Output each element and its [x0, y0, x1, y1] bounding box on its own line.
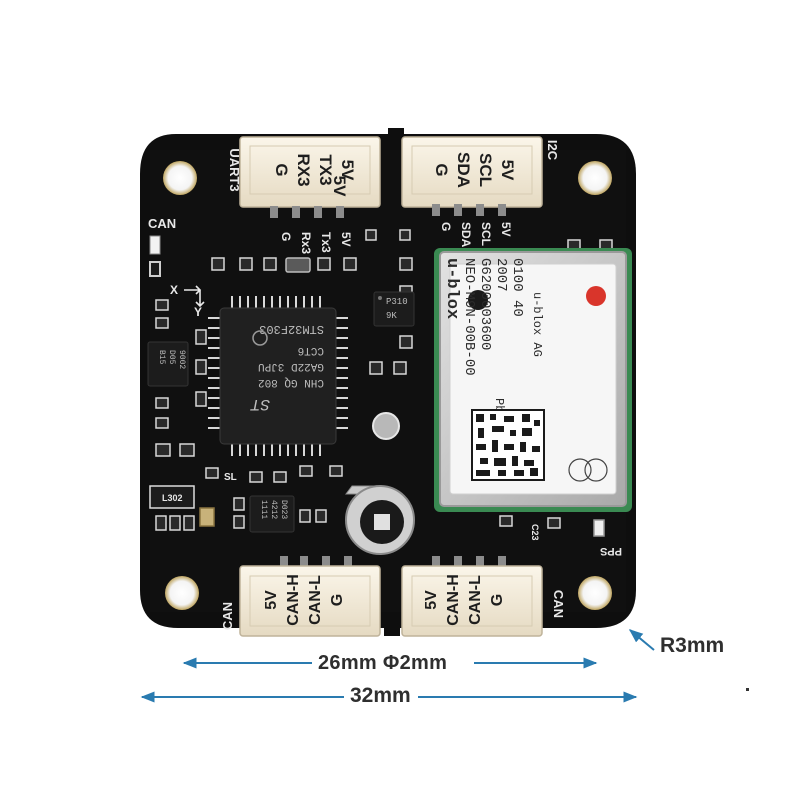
gps-maker: u-blox AG	[530, 292, 544, 357]
outer-dimension-label: 32mm	[350, 684, 411, 707]
mounting-hole-top-right	[578, 161, 612, 195]
i2c-pin-sda: SDA	[454, 152, 473, 188]
dimension-lines	[140, 629, 655, 703]
can-connector-left: 5V CAN-H CAN-L G	[239, 565, 381, 637]
can-left-pin-g: G	[329, 594, 346, 606]
i2c-header-sda: SDA	[459, 222, 473, 248]
radius-dimension-label: R3mm	[660, 634, 725, 657]
axis-y-label: Y	[194, 305, 202, 319]
pps-label: PPS	[600, 545, 622, 557]
mounting-hole-bottom-left	[165, 576, 199, 610]
uart-pin-tx3: TX3	[316, 154, 335, 185]
can-right-pin-canl: CAN-L	[467, 575, 484, 625]
coin-battery	[345, 485, 415, 555]
can-right-pin-g: G	[489, 594, 506, 606]
smd-components-right	[499, 515, 605, 537]
smd-components-left	[155, 299, 219, 531]
uart-pin-label: 5V	[330, 176, 349, 197]
axis-x-label: X	[170, 283, 178, 297]
svg-text:P310: P310	[386, 297, 408, 307]
gps-lot: 0100 40	[509, 258, 525, 317]
uart-header-g: G	[279, 232, 293, 241]
sl-label: SL	[224, 472, 237, 483]
uart-header-5v: 5V	[339, 232, 353, 247]
mcu-line-3: CCT6	[298, 344, 324, 356]
svg-text:D023: D023	[279, 500, 288, 519]
mounting-hole-bottom-right	[578, 576, 612, 610]
svg-text:4212: 4212	[269, 500, 278, 519]
gps-module: u-blox NEO-M9N-00B-00 G6200003600 2007 0…	[434, 248, 632, 512]
mcu-line-2: GA22D 3JPU	[258, 360, 324, 372]
datamatrix-code	[471, 409, 545, 481]
ic-small-bottom: 1111 4212 D023	[249, 495, 295, 533]
i2c-port-label: I2C	[545, 140, 560, 161]
uart-header-tx3: Tx3	[319, 232, 333, 253]
buzzer	[372, 412, 400, 440]
gps-model: NEO-M9N-00B-00	[461, 258, 477, 376]
can-status-led	[149, 235, 161, 255]
mcu-brand: ST	[249, 395, 270, 413]
uart-pin-rx3: RX3	[294, 153, 313, 186]
gps-date: 2007	[493, 258, 509, 292]
can-top-label: CAN	[148, 216, 176, 231]
svg-text:B15: B15	[157, 350, 166, 365]
can-left-pin-5v: 5V	[263, 590, 280, 610]
svg-text:1111: 1111	[259, 500, 268, 519]
uart-header: G Rx3 Tx3 5V	[270, 206, 353, 254]
gps-pb-mark: Pb	[492, 398, 506, 412]
uart-port-label: UART3	[227, 148, 242, 191]
ic-p310: P310 9K	[373, 291, 415, 327]
ublox-logo-icon	[586, 286, 606, 306]
ic-small-left: B15 D05 9002	[147, 341, 189, 387]
can-right-port-label: CAN	[551, 590, 566, 618]
uart-pin-5v: 5V	[338, 160, 357, 181]
axis-arrow-icon	[184, 285, 205, 308]
mounting-holes	[163, 161, 612, 610]
i2c-header-scl: SCL	[479, 222, 493, 246]
i2c-header-g: G	[439, 222, 453, 231]
svg-text:D05: D05	[167, 350, 176, 365]
l302-label: L302	[162, 493, 183, 503]
svg-text:9K: 9K	[386, 311, 397, 321]
svg-text:9002: 9002	[177, 350, 186, 369]
can-right-pin-canh: CAN-H	[445, 574, 462, 626]
mcu-chip: ST CHN GQ 802 GA22D 3JPU CCT6 STM32F303	[208, 296, 348, 456]
mcu-logo-icon	[252, 330, 268, 346]
mounting-hole-top-left	[163, 161, 197, 195]
l302-inductor	[149, 485, 195, 509]
i2c-pin-g: G	[432, 163, 451, 176]
inner-dimension-label: 26mm Φ2mm	[318, 652, 448, 674]
i2c-pin-scl: SCL	[476, 153, 495, 187]
can-right-pin-5v: 5V	[423, 590, 440, 610]
i2c-pin-5v: 5V	[498, 160, 517, 181]
smd-components-bottom	[233, 465, 343, 529]
smd-components-top	[211, 229, 613, 349]
i2c-connector: 5V SCL SDA G	[401, 136, 543, 208]
uart-connector: 5V 5V TX3 RX3 G	[239, 136, 381, 208]
gps-dot-icon	[468, 290, 488, 310]
gps-brand: u-blox	[442, 258, 461, 319]
crystal-oscillator	[285, 257, 311, 273]
i2c-header-5v: 5V	[499, 222, 513, 237]
mcu-line-4: STM32F303	[259, 322, 324, 336]
c23-label: C23	[530, 524, 540, 541]
can-connector-right: 5V CAN-H CAN-L G	[401, 565, 543, 637]
can-left-port-label: CAN	[220, 602, 235, 630]
can-header-pins	[280, 556, 506, 570]
can-left-pin-canh: CAN-H	[285, 574, 302, 626]
mcu-line-1: CHN GQ 802	[258, 376, 324, 388]
uart-header-rx3: Rx3	[299, 232, 313, 254]
radius-leader-line	[628, 629, 655, 651]
uart-pin-g: G	[272, 163, 291, 176]
gps-serial: G6200003600	[477, 258, 493, 350]
i2c-header: G SDA SCL 5V	[432, 204, 513, 248]
can-left-pin-canl: CAN-L	[307, 575, 324, 625]
